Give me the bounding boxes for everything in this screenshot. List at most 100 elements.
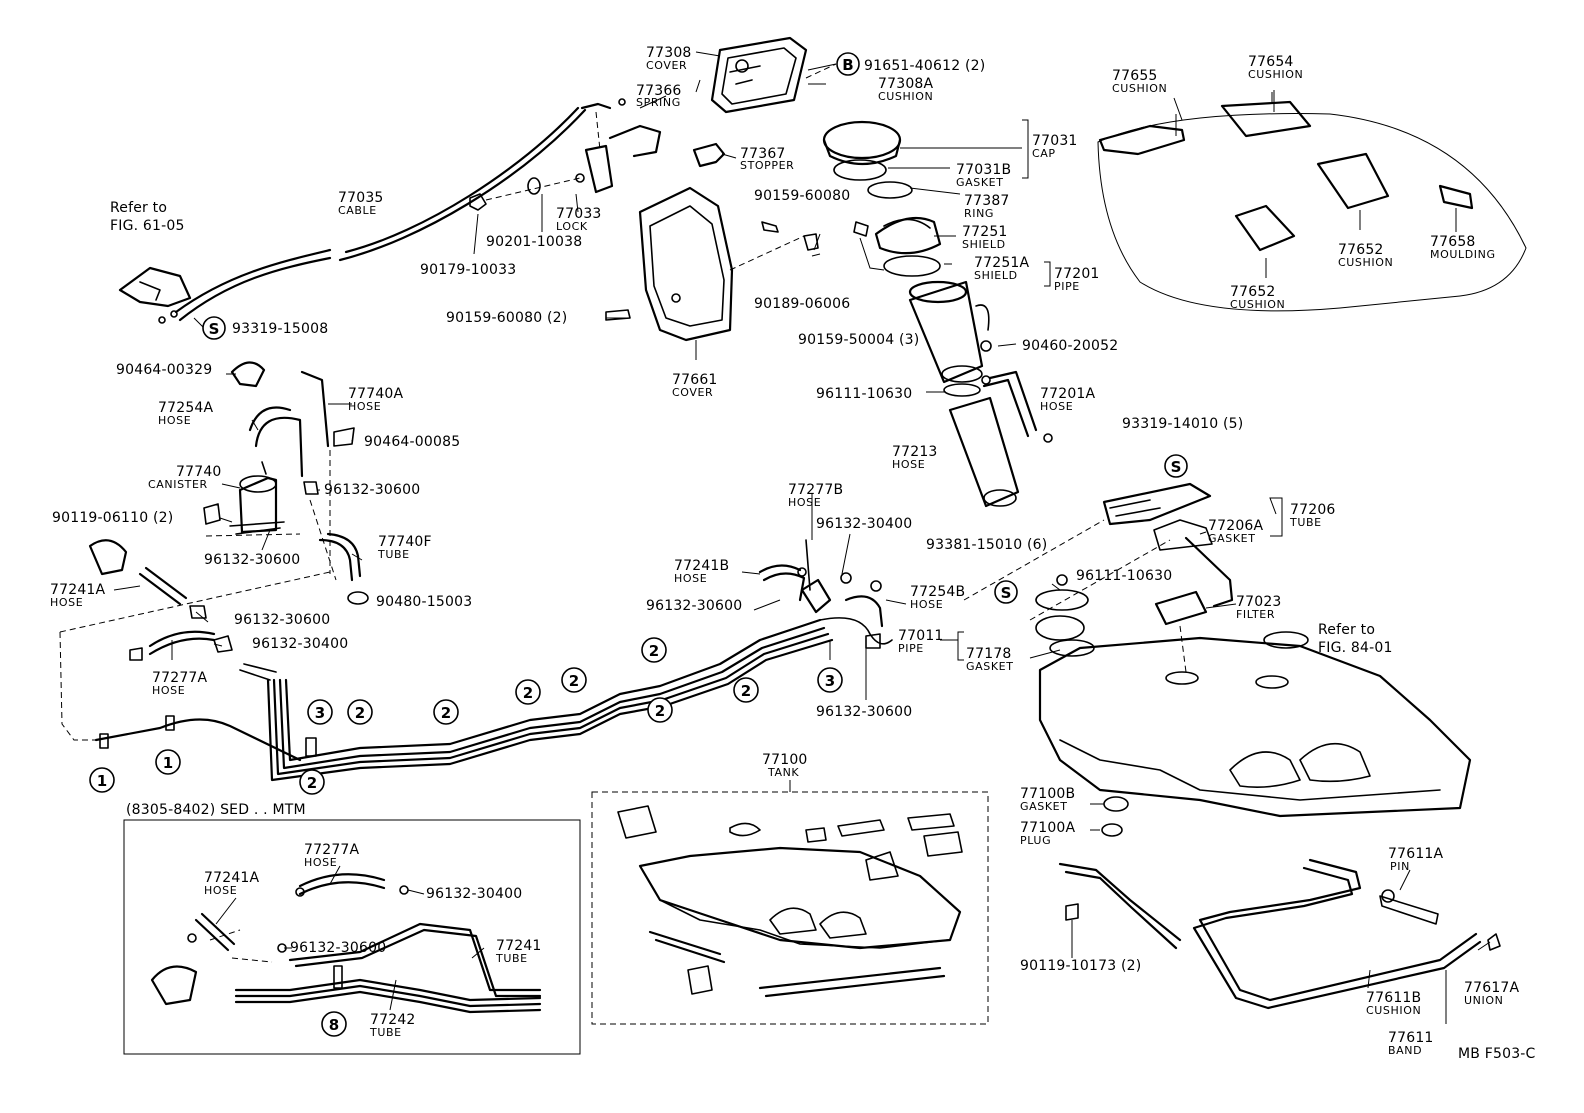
part-name: HOSE xyxy=(204,884,237,897)
cushion-layout-drawing xyxy=(1097,90,1527,312)
part-number: 96111-10630 xyxy=(816,386,912,402)
marker-3: 3 xyxy=(825,672,835,690)
vapor-tubes xyxy=(205,450,369,605)
part-name: CUSHION xyxy=(1248,68,1303,81)
part-number: 77033 xyxy=(556,206,602,222)
inset-title: (8305-8402) SED . . MTM xyxy=(126,802,306,818)
part-number: 77100A xyxy=(1020,820,1076,836)
part-number: 77655 xyxy=(1112,68,1158,84)
part-name: GASKET xyxy=(966,660,1014,673)
part-number: 96132-30600 xyxy=(324,482,420,498)
part-number: 96132-30600 xyxy=(290,940,386,956)
part-number: 77100B xyxy=(1020,786,1075,802)
hose-assembly-left xyxy=(88,539,233,661)
part-name: SHIELD xyxy=(974,269,1018,282)
part-name: CUSHION xyxy=(1112,82,1167,95)
part-number: 77387 xyxy=(964,193,1010,209)
part-number: 77254B xyxy=(910,584,965,600)
part-number: 77740 xyxy=(176,464,222,480)
fuel-cap xyxy=(822,120,942,277)
part-number: 77652 xyxy=(1230,284,1276,300)
part-number: 90159-50004 (3) xyxy=(798,332,919,348)
canister xyxy=(203,361,355,535)
filler-cover xyxy=(605,186,819,342)
part-number: 77740A xyxy=(348,386,404,402)
part-number: 90159-60080 xyxy=(754,188,850,204)
part-number: 77254A xyxy=(158,400,214,416)
part-number: 91651-40612 (2) xyxy=(864,58,985,74)
part-name: HOSE xyxy=(1040,400,1073,413)
part-number: 77251 xyxy=(962,224,1008,240)
marker-b: B xyxy=(842,56,853,74)
part-name: COVER xyxy=(646,59,687,72)
marker-1: 1 xyxy=(163,754,173,772)
part-name: HOSE xyxy=(348,400,381,413)
part-name: HOSE xyxy=(158,414,191,427)
part-number: 90480-15003 xyxy=(376,594,472,610)
part-name: UNION xyxy=(1464,994,1503,1007)
circle-marker-labels: 1 1 2 3 2 2 2 2 2 2 2 3 8 S S S B xyxy=(97,56,1182,1034)
part-number: 77277A xyxy=(304,842,360,858)
marker-2: 2 xyxy=(741,682,751,700)
part-name: CUSHION xyxy=(1338,256,1393,269)
filler-pipe xyxy=(853,221,1053,508)
part-name: PIPE xyxy=(898,642,924,655)
nuts xyxy=(469,177,581,211)
part-number: 93319-15008 xyxy=(232,321,328,337)
part-number: 77658 xyxy=(1430,234,1476,250)
part-name: HOSE xyxy=(674,572,707,585)
part-number: 96132-30400 xyxy=(426,886,522,902)
part-name: CABLE xyxy=(338,204,377,217)
part-number: 90189-06006 xyxy=(754,296,850,312)
part-number: 77661 xyxy=(672,372,718,388)
marker-2: 2 xyxy=(355,704,365,722)
tank-inset-box xyxy=(591,791,989,1025)
marker-2: 2 xyxy=(569,672,579,690)
part-number: 77367 xyxy=(740,146,786,162)
part-number: 77617A xyxy=(1464,980,1520,996)
cable xyxy=(174,106,587,322)
part-name: CUSHION xyxy=(878,90,933,103)
part-number: 77035 xyxy=(338,190,384,206)
stopper xyxy=(692,142,726,168)
part-name: HOSE xyxy=(910,598,943,611)
part-name: HOSE xyxy=(892,458,925,471)
part-number: 90460-20052 xyxy=(1022,338,1118,354)
part-number: 77308A xyxy=(878,76,934,92)
part-name: FILTER xyxy=(1236,608,1275,621)
part-number: 90464-00085 xyxy=(364,434,460,450)
refer-fig: FIG. 84-01 xyxy=(1318,640,1393,656)
part-number: 96132-30600 xyxy=(646,598,742,614)
part-labels: 77308 COVER 77366 SPRING 91651-40612 (2)… xyxy=(50,45,1535,1062)
part-name: STOPPER xyxy=(740,159,794,172)
part-number: 77201A xyxy=(1040,386,1096,402)
part-number: 77654 xyxy=(1248,54,1294,70)
part-number: 77611B xyxy=(1366,990,1421,1006)
marker-3: 3 xyxy=(315,704,325,722)
part-number: 96132-30400 xyxy=(252,636,348,652)
refer-label: Refer to xyxy=(1318,622,1375,638)
part-number: 77023 xyxy=(1236,594,1282,610)
part-number: 96132-30600 xyxy=(204,552,300,568)
part-name: CANISTER xyxy=(148,478,208,491)
part-number: 90464-00329 xyxy=(116,362,212,378)
part-name: GASKET xyxy=(1020,800,1068,813)
part-name: TUBE xyxy=(1289,516,1322,529)
marker-2: 2 xyxy=(441,704,451,722)
part-number: 90179-10033 xyxy=(420,262,516,278)
part-name: BAND xyxy=(1388,1044,1422,1057)
part-name: CAP xyxy=(1032,147,1056,160)
part-number: 96111-10630 xyxy=(1076,568,1172,584)
marker-8: 8 xyxy=(329,1016,339,1034)
part-name: PIPE xyxy=(1054,280,1080,293)
fuel-lines xyxy=(59,571,893,782)
part-number: 77611 xyxy=(1388,1030,1434,1046)
part-name: GASKET xyxy=(956,176,1004,189)
part-name: CUSHION xyxy=(1230,298,1285,311)
refer-fig: FIG. 61-05 xyxy=(110,218,185,234)
part-name: CUSHION xyxy=(1366,1004,1421,1017)
opener-lever xyxy=(118,266,192,324)
part-number: 77031B xyxy=(956,162,1011,178)
part-name: COVER xyxy=(672,386,713,399)
part-name: TANK xyxy=(767,766,799,779)
